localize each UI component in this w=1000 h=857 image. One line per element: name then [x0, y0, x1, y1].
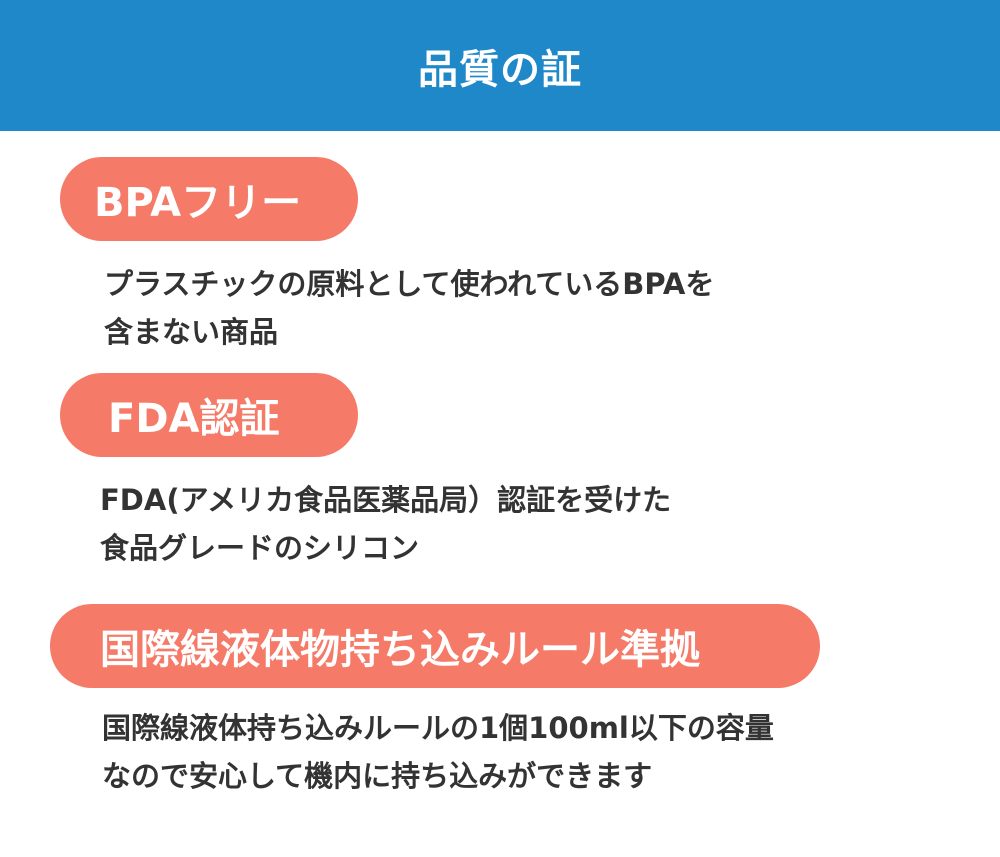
badge-liquid-rule: 国際線液体物持ち込みルール準拠 — [50, 604, 820, 688]
description-fda: FDA(アメリカ食品医薬品局）認証を受けた 食品グレードのシリコン — [100, 476, 671, 572]
badge-label: FDA認証 — [108, 396, 280, 442]
badge-bpa-free: BPAフリー — [60, 157, 358, 241]
description-liquid-rule: 国際線液体持ち込みルールの1個100ml以下の容量 なので安心して機内に持ち込み… — [102, 704, 774, 800]
badge-label: BPAフリー — [94, 180, 302, 226]
description-line: プラスチックの原料として使われているBPAを — [104, 267, 715, 301]
description-line: 食品グレードのシリコン — [100, 531, 420, 565]
description-line: 国際線液体持ち込みルールの1個100ml以下の容量 — [102, 711, 774, 745]
description-bpa-free: プラスチックの原料として使われているBPAを 含まない商品 — [104, 260, 714, 356]
badge-fda-certified: FDA認証 — [60, 373, 358, 457]
page-title: 品質の証 — [418, 46, 582, 93]
description-line: 含まない商品 — [104, 315, 279, 349]
description-line: FDA(アメリカ食品医薬品局）認証を受けた — [100, 483, 672, 517]
badge-label: 国際線液体物持ち込みルール準拠 — [100, 627, 700, 673]
description-line: なので安心して機内に持ち込みができます — [102, 759, 653, 793]
header-banner: 品質の証 — [0, 0, 1000, 131]
